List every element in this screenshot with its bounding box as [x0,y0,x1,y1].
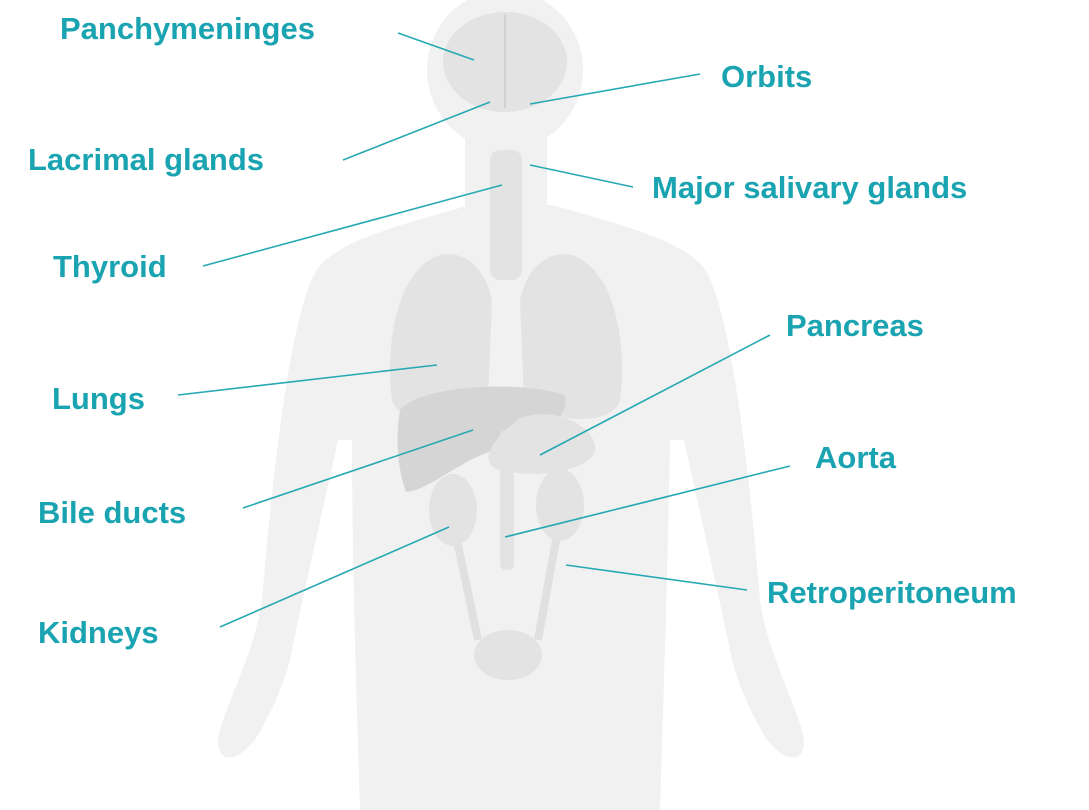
label-retroperitoneum: Retroperitoneum [767,575,1017,611]
label-lungs: Lungs [52,381,145,417]
label-major-salivary-glands: Major salivary glands [652,170,967,206]
left-kidney-shape [429,474,477,546]
label-aorta: Aorta [815,440,896,476]
label-orbits: Orbits [721,59,812,95]
trachea-shape [490,150,522,280]
aorta-shape [500,430,514,570]
label-bile-ducts: Bile ducts [38,495,186,531]
right-kidney-shape [536,469,584,541]
label-kidneys: Kidneys [38,615,159,651]
bladder-shape [474,630,542,680]
label-lacrimal-glands: Lacrimal glands [28,142,264,178]
label-thyroid: Thyroid [53,249,167,285]
label-panchymeninges: Panchymeninges [60,11,315,47]
label-pancreas: Pancreas [786,308,924,344]
